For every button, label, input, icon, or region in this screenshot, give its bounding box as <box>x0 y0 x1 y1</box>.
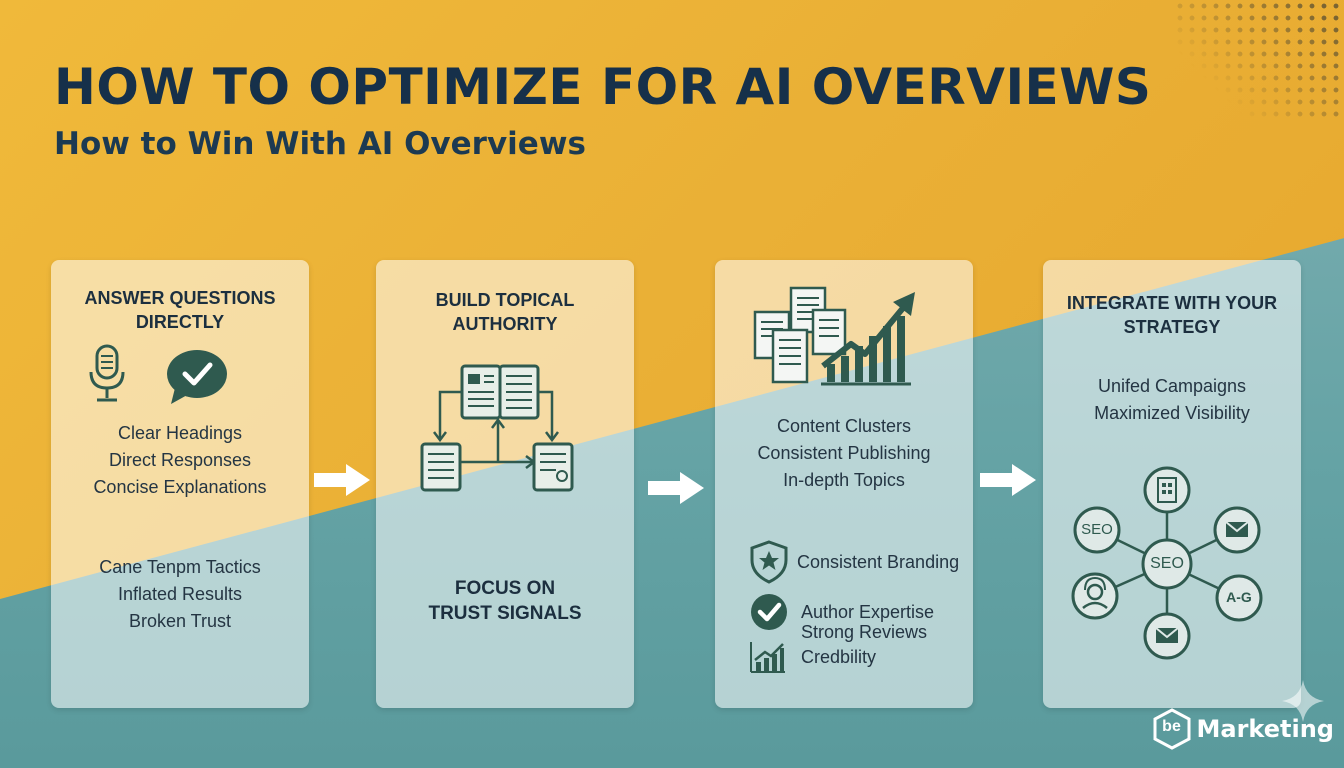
focus-trust-signals: FOCUS ON TRUST SIGNALS <box>428 578 582 624</box>
integrate-list: Unifed Campaigns Maximized Visibility <box>1094 376 1250 423</box>
ag-node-label: A-G <box>1226 589 1252 605</box>
card-answer-questions: ANSWER QUESTIONS DIRECTLY Clear Headings… <box>51 260 309 708</box>
avoid-tactics-list: Cane Tenpm Tactics Inflated Results Brok… <box>99 557 261 631</box>
trust-item-reviews: Strong Reviews <box>801 622 928 642</box>
documents-growth-icon <box>753 286 923 390</box>
seo-network-icon: SEO SEO A-G <box>1067 464 1277 664</box>
page-subtitle: How to Win With AI Overviews <box>54 126 586 162</box>
arrow-right-icon <box>312 462 372 503</box>
card-integrate-strategy: INTEGRATE WITH YOUR STRATEGY Unifed Camp… <box>1043 260 1301 708</box>
content-tips-list: Content Clusters Consistent Publishing I… <box>757 416 931 490</box>
document-hierarchy-icon <box>420 364 590 496</box>
shield-star-icon <box>750 540 788 584</box>
card-title: INTEGRATE WITH YOUR STRATEGY <box>1066 293 1278 337</box>
dot-pattern <box>1174 0 1344 120</box>
arrow-right-icon <box>646 470 706 511</box>
brand-logo: be Marketing <box>1153 680 1334 750</box>
page-title: HOW TO OPTIMIZE FOR AI OVERVIEWS <box>54 58 1152 116</box>
brand-name: Marketing <box>1196 715 1334 743</box>
arrow-right-icon <box>978 462 1038 503</box>
seo-hub-label: SEO <box>1150 555 1184 572</box>
card-topical-authority: BUILD TOPICAL AUTHORITY <box>376 260 634 708</box>
check-circle-icon <box>751 594 787 630</box>
answer-tips-list: Clear Headings Direct Responses Concise … <box>93 423 267 497</box>
sparkle-icon <box>1282 680 1324 722</box>
card-content-strategy: Content Clusters Consistent Publishing I… <box>715 260 973 708</box>
card-title: ANSWER QUESTIONS DIRECTLY <box>84 288 276 332</box>
be-logo-icon: be <box>1153 708 1191 750</box>
trust-item-credibility: Credbility <box>749 640 876 674</box>
trust-item-branding: Consistent Branding <box>749 540 959 584</box>
microphone-icon <box>87 342 127 406</box>
card-title: BUILD TOPICAL AUTHORITY <box>435 290 575 334</box>
seo-node-label: SEO <box>1081 521 1113 538</box>
chat-check-icon <box>163 348 229 406</box>
trust-item-expertise: Author Expertise <box>749 592 934 632</box>
growth-chart-icon <box>750 642 785 673</box>
